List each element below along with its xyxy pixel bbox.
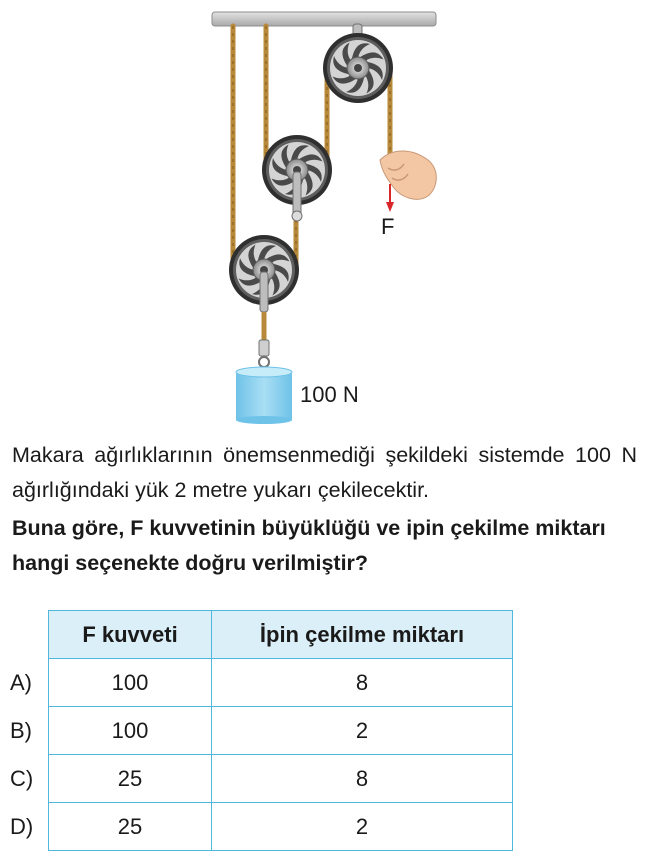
force-arrow [386,184,394,212]
force-value: 100 [48,658,212,707]
hand-icon [379,150,437,200]
load-label: 100 N [300,382,359,407]
question-body: Makara ağırlıklarının önemsenmediği şeki… [12,443,637,502]
top-pulley [322,32,394,104]
option-label: A) [10,669,32,695]
pulley-diagram [211,11,437,424]
bottom-pulley-hook [259,271,269,313]
answer-table: F kuvveti İpin çekilme miktarı A) 100 8 … [10,610,513,851]
pull-value: 8 [211,658,513,707]
load-box [235,366,293,424]
header-force: F kuvveti [48,610,212,659]
force-value: 100 [48,706,212,755]
pull-value: 2 [211,802,513,851]
option-label: C) [10,765,34,791]
question-prompt: Buna göre, F kuvvetinin büyüklüğü ve ipi… [12,516,606,575]
option-label: D) [10,813,34,839]
header-pull: İpin çekilme miktarı [211,610,513,659]
pull-value: 2 [211,706,513,755]
ceiling-bar [211,11,437,27]
option-row-c[interactable]: C) 25 8 [10,754,513,803]
force-value: 25 [48,754,212,803]
option-row-b[interactable]: B) 100 2 [10,706,513,755]
pull-value: 8 [211,754,513,803]
option-row-a[interactable]: A) 100 8 [10,658,513,707]
force-value: 25 [48,802,212,851]
option-row-d[interactable]: D) 25 2 [10,802,513,851]
force-label: F [381,214,395,239]
question-text: Makara ağırlıklarının önemsenmediği şeki… [12,438,637,581]
middle-pulley-hook [292,171,302,217]
option-label: B) [10,717,32,743]
